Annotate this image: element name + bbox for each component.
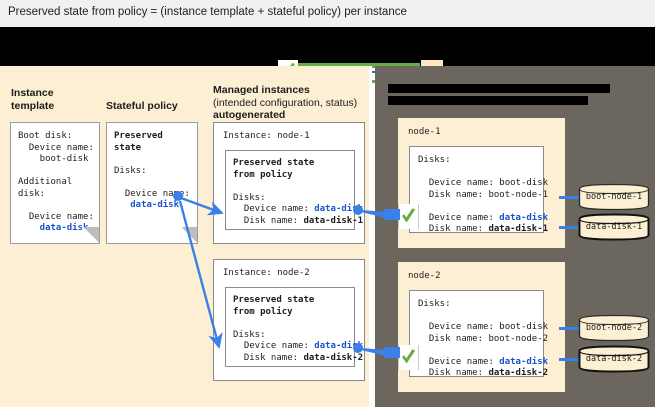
preserved-state-text-node-1: Preserved state from policy Disks: Devic…: [233, 158, 364, 226]
page-fold-corner-icon: [82, 226, 100, 244]
heading-instance-template: Instance template: [11, 87, 93, 112]
heading-stateful-policy-line1: Stateful policy: [106, 100, 178, 112]
heading-managed-line1: Managed instances: [213, 84, 310, 96]
card-stateful-policy: Preserved state Disks: Device name: data…: [106, 122, 198, 244]
managed-instance-node-2: Instance: node-2 Preserved state from po…: [213, 259, 365, 381]
disk-cylinder-data-disk-2: data-disk-2: [578, 345, 650, 373]
heading-managed-line3: autogenerated: [213, 109, 286, 121]
heading-stateful-policy: Stateful policy: [106, 100, 198, 113]
disk-cylinder-boot-node-2: boot-node-2: [578, 314, 650, 342]
managed-instance-node-2-title: Instance: node-2: [223, 268, 310, 278]
managed-instance-node-1-title: Instance: node-1: [223, 131, 310, 141]
title-bar: Preserved state from policy = (instance …: [0, 0, 655, 27]
disk-cylinder-data-disk-1: data-disk-1: [578, 213, 650, 241]
status-check-icon-node-2: [398, 345, 419, 370]
node-2-disks-text: Disks: Device name: boot-disk Disk name:…: [418, 299, 549, 378]
card-instance-template-text: Boot disk: Device name: boot-disk Additi…: [18, 131, 94, 233]
node-card-node-2: node-2 Disks: Device name: boot-disk Dis…: [398, 262, 565, 392]
heading-managed-line2: (intended configuration, status): [213, 96, 358, 109]
heading-instance-template-line1: Instance: [11, 87, 54, 99]
preserved-state-box-node-1: Preserved state from policy Disks: Devic…: [225, 150, 363, 230]
node-1-disks-box: Disks: Device name: boot-disk Disk name:…: [409, 146, 548, 234]
managed-instance-node-1: Instance: node-1 Preserved state from po…: [213, 122, 365, 244]
node-card-node-1: node-1 Disks: Device name: boot-disk Dis…: [398, 118, 565, 248]
disk-cylinder-data-disk-2-label: data-disk-2: [585, 354, 643, 364]
page-fold-corner-icon: [180, 226, 198, 244]
node-card-node-1-title: node-1: [408, 127, 441, 137]
page-title: Preserved state from policy = (instance …: [8, 6, 407, 18]
node-card-node-2-title: node-2: [408, 271, 441, 281]
preserved-state-text-node-2: Preserved state from policy Disks: Devic…: [233, 295, 364, 363]
disk-link-data-disk-1: [559, 226, 579, 229]
status-check-icon-node-1: [398, 204, 419, 229]
node-2-disks-box: Disks: Device name: boot-disk Disk name:…: [409, 290, 548, 378]
disk-link-boot-node-2: [559, 327, 579, 330]
disk-link-data-disk-2: [559, 358, 579, 361]
card-stateful-policy-text: Preserved state Disks: Device name: data…: [114, 131, 190, 210]
heading-managed-instances: Managed instances (intended configuratio…: [213, 84, 363, 122]
heading-instance-template-line2: template: [11, 99, 55, 112]
right-panel-heading-redacted-line1: [388, 84, 610, 93]
node-1-disks-text: Disks: Device name: boot-disk Disk name:…: [418, 155, 549, 234]
preserved-state-box-node-2: Preserved state from policy Disks: Devic…: [225, 287, 363, 367]
disk-cylinder-boot-node-1: boot-node-1: [578, 183, 650, 211]
legend-band-redacted: [0, 27, 655, 83]
legend-green-line-1: [296, 63, 420, 68]
disk-cylinder-boot-node-1-label: boot-node-1: [585, 192, 643, 202]
disk-cylinder-data-disk-1-label: data-disk-1: [585, 222, 643, 232]
disk-link-boot-node-1: [559, 196, 579, 199]
disk-cylinder-boot-node-2-label: boot-node-2: [585, 323, 643, 333]
right-panel-heading-redacted-line2: [388, 96, 588, 105]
card-instance-template: Boot disk: Device name: boot-disk Additi…: [10, 122, 100, 244]
